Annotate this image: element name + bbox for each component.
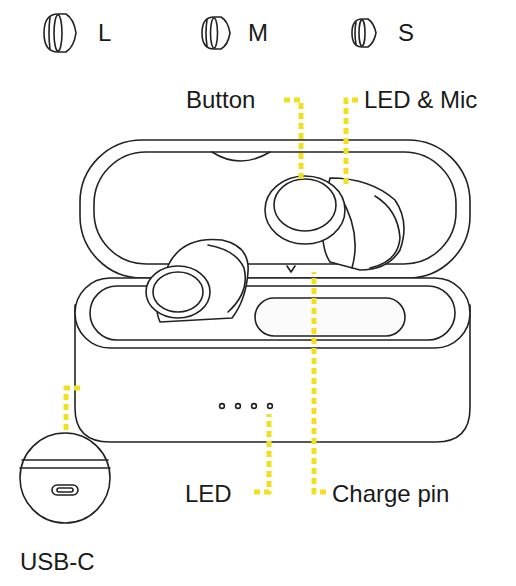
case-lid: [80, 140, 470, 278]
leader-lines: [66, 100, 358, 492]
ear-tip-large: [44, 14, 76, 52]
ear-tip-small: [352, 19, 376, 47]
part-label: Button: [186, 86, 255, 114]
usb-c-inset: [20, 433, 110, 523]
case-body: [75, 278, 470, 442]
part-label: Charge pin: [332, 480, 449, 508]
leader-line: [284, 100, 301, 182]
leader-line: [314, 272, 326, 492]
part-label: USB-C: [20, 548, 95, 576]
leader-line: [66, 388, 84, 430]
part-label: M: [248, 19, 268, 47]
leader-line: [254, 414, 269, 492]
part-label: LED & Mic: [364, 86, 477, 114]
part-label: S: [398, 19, 414, 47]
earbud-right: [265, 176, 404, 272]
earbud-left: [146, 239, 248, 322]
leader-line: [346, 100, 358, 188]
ear-tip-medium: [202, 17, 230, 49]
part-label: LED: [185, 480, 232, 508]
part-label: L: [98, 19, 111, 47]
